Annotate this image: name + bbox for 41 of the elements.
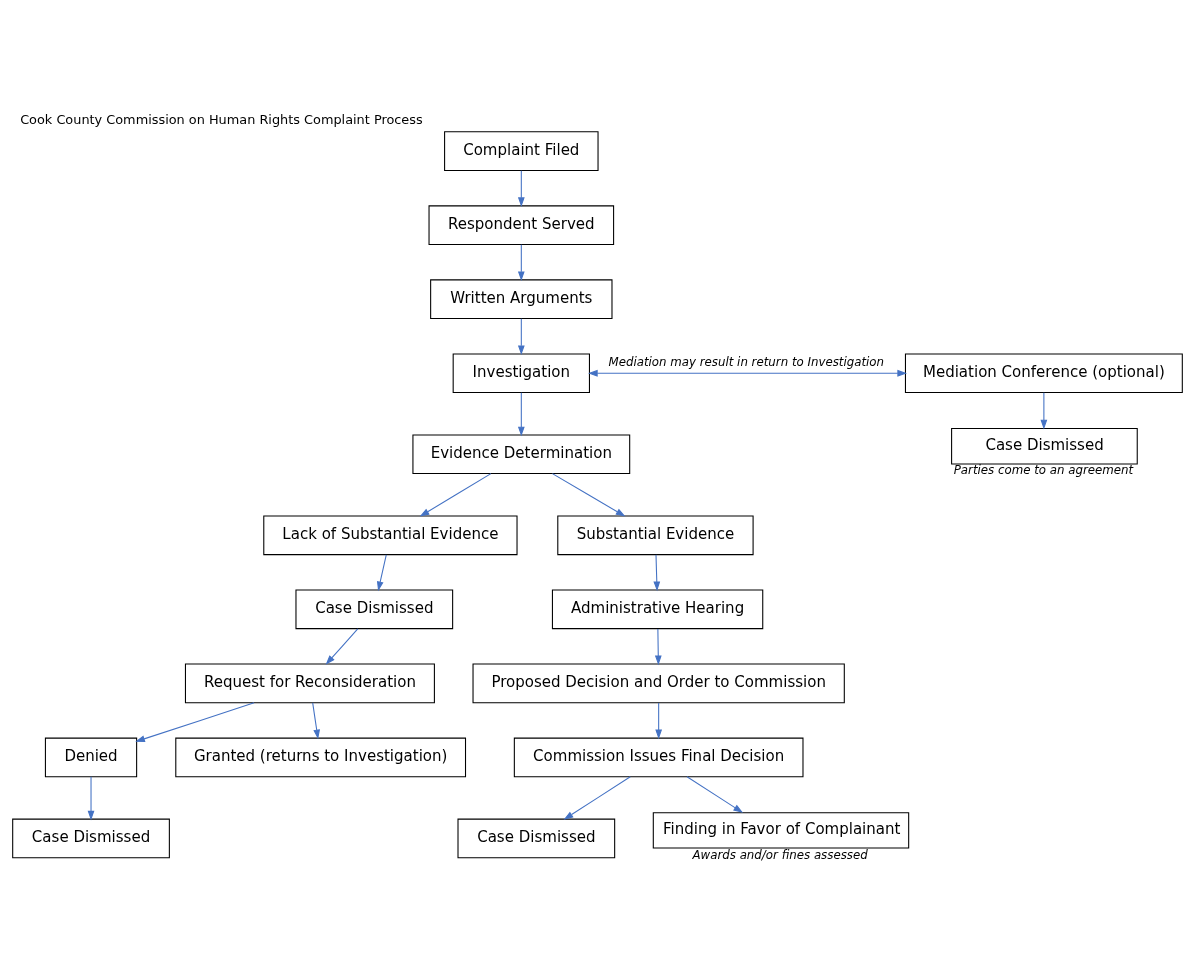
node-box: Request for Reconsideration (184, 663, 435, 703)
arrow (517, 169, 525, 207)
arrow (655, 701, 663, 739)
diagram-title: Cook County Commission on Human Rights Complaint Process (20, 111, 423, 127)
node-box: Lack of Substantial Evidence (263, 514, 518, 555)
node-box: Written Arguments (430, 278, 613, 319)
node-box: Case Dismissed (951, 427, 1138, 464)
arrow (653, 553, 661, 591)
node-box: Administrative Hearing (551, 588, 764, 629)
node-box: Case Dismissed (295, 588, 454, 629)
arrow (376, 553, 387, 591)
arrow (563, 775, 631, 820)
arrow (517, 391, 525, 436)
node-box: Granted (returns to Investigation) (175, 737, 467, 777)
arrow (135, 701, 255, 742)
arrow (517, 243, 525, 281)
arrow (588, 369, 908, 377)
node-box: Denied (44, 737, 138, 777)
node-box: Commission Issues Final Decision (513, 737, 804, 777)
arrow (312, 701, 321, 739)
node-box: Proposed Decision and Order to Commission (472, 663, 845, 703)
node-box: Case Dismissed (12, 818, 170, 858)
node-box: Complaint Filed (444, 130, 599, 171)
node-label: Parties come to an agreement (953, 462, 1134, 477)
edge-label: Mediation may result in return to Investigation (608, 354, 885, 369)
arrow (654, 627, 662, 665)
node-box: Investigation (452, 352, 590, 393)
arrow (1040, 391, 1048, 429)
node-box: Case Dismissed (457, 818, 616, 858)
arrow (686, 775, 743, 813)
node-box: Evidence Determination (412, 433, 631, 474)
node-box: Substantial Evidence (557, 514, 754, 555)
node-label: Awards and/or fines assessed (692, 847, 868, 862)
arrow (87, 775, 95, 820)
arrow (551, 472, 626, 517)
arrow (517, 317, 525, 355)
arrow (325, 627, 359, 665)
node-box: Finding in Favor of Complainant (652, 811, 910, 849)
node-box: Mediation Conference (optional) (904, 352, 1183, 393)
arrow (419, 472, 492, 517)
node-box: Respondent Served (428, 204, 615, 245)
